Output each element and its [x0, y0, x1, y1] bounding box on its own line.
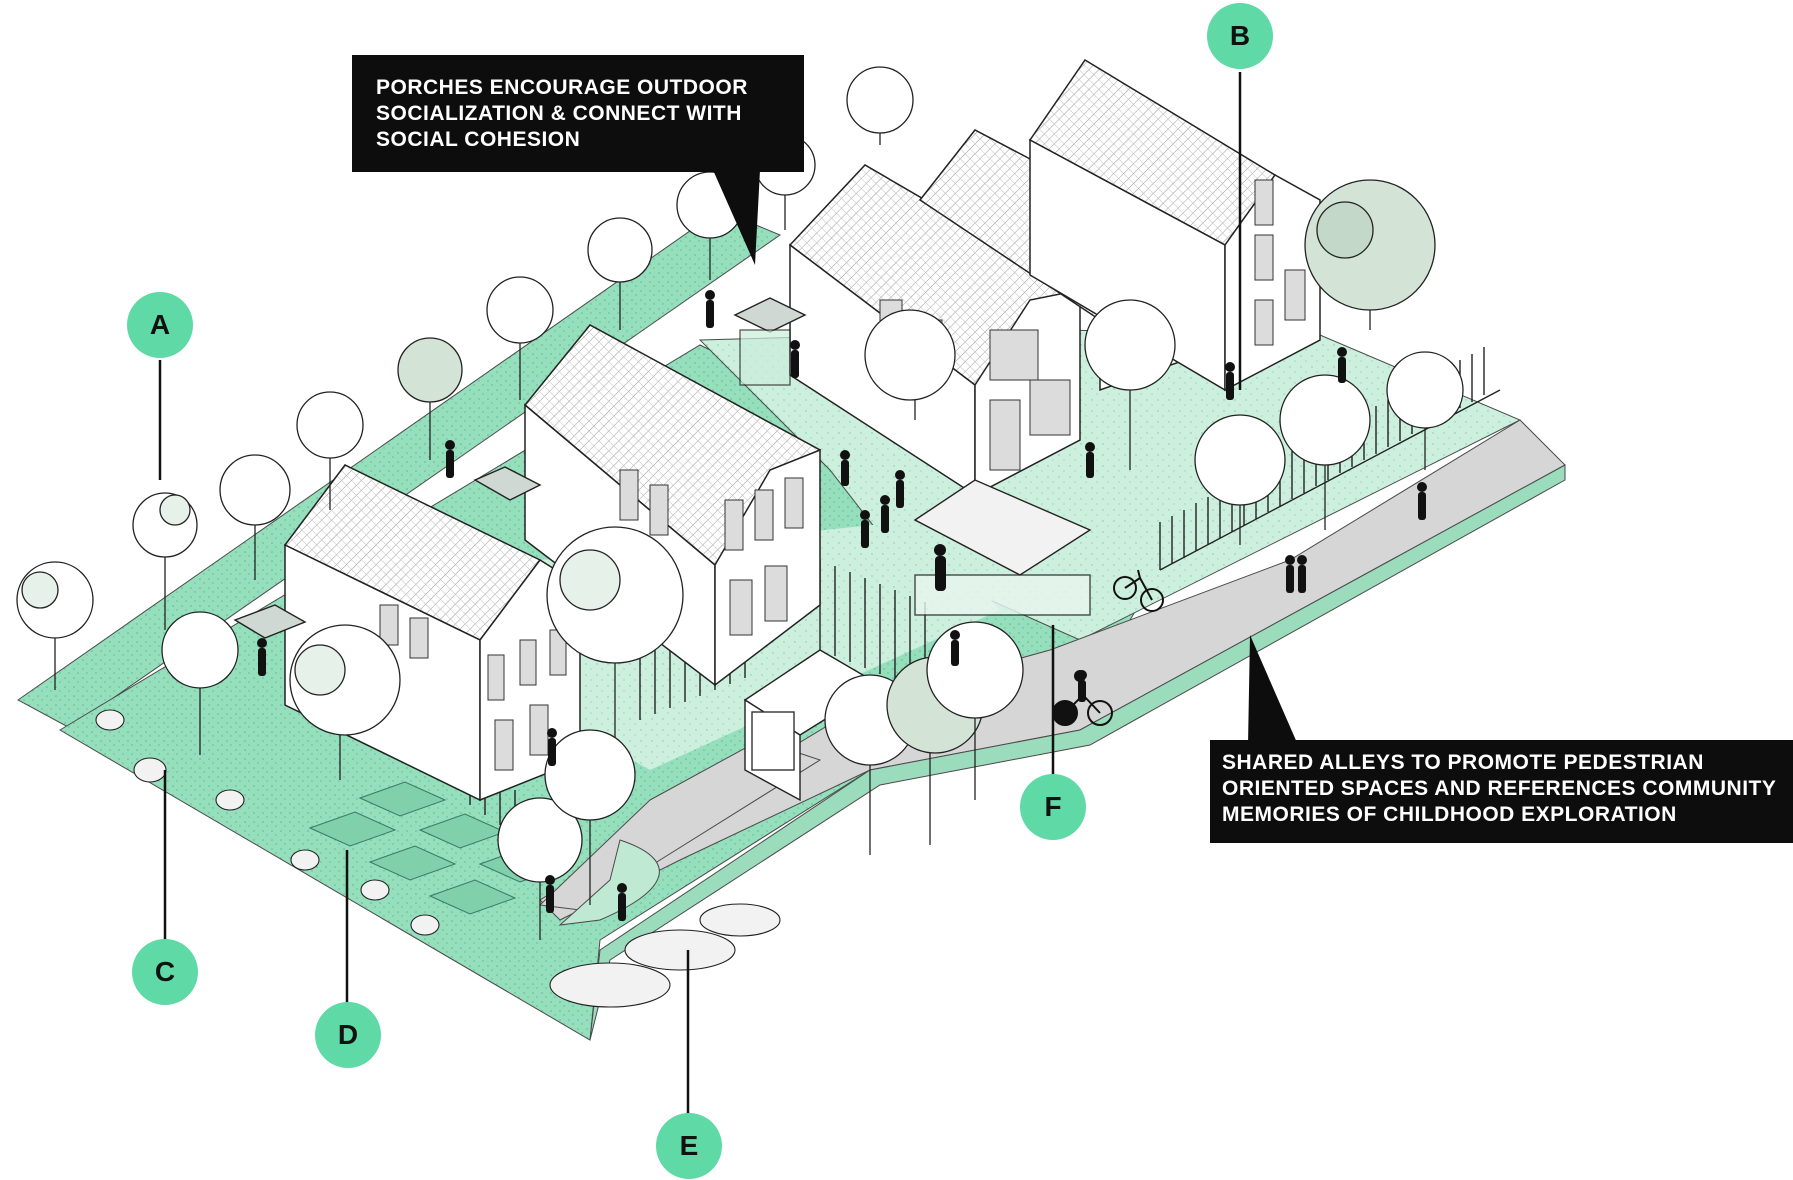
marker-d: D	[315, 1002, 381, 1068]
person	[545, 875, 555, 913]
garden-plot	[428, 879, 517, 915]
tree	[397, 337, 463, 460]
tree	[132, 492, 198, 630]
person	[895, 470, 905, 508]
person	[950, 630, 960, 666]
person	[257, 638, 267, 676]
tree	[486, 276, 554, 400]
porch-canopy	[233, 604, 307, 639]
person	[445, 440, 455, 478]
callout-alleys-line-3: MEMORIES OF CHILDHOOD EXPLORATION	[1222, 803, 1677, 826]
tree	[1304, 179, 1436, 330]
house-5	[1028, 58, 1321, 392]
callout-alleys: SHARED ALLEYS TO PROMOTE PEDESTRIAN ORIE…	[1210, 740, 1793, 843]
person	[547, 728, 557, 766]
tree	[1386, 351, 1464, 470]
shrub	[95, 709, 125, 731]
porch-frame	[739, 329, 791, 386]
porch-canopy	[473, 466, 542, 501]
shrub	[215, 789, 245, 811]
garden-plot	[368, 845, 457, 881]
marker-b: B	[1207, 3, 1273, 69]
shrub-cluster	[624, 929, 736, 971]
cyclist-bicycle	[1052, 670, 1113, 726]
bicycle	[1113, 569, 1164, 612]
tree	[296, 391, 364, 510]
shrub	[290, 849, 320, 871]
person	[617, 883, 627, 921]
person	[1085, 442, 1095, 478]
tree	[587, 217, 653, 330]
tree	[864, 309, 956, 420]
callout-porches-line-3: SOCIAL COHESION	[376, 128, 581, 151]
shrub	[410, 914, 440, 936]
tree	[1279, 374, 1371, 530]
porch-canopy	[733, 297, 807, 333]
tree	[289, 624, 401, 780]
road-curb-bottom	[589, 464, 1566, 1041]
marker-c: C	[132, 939, 198, 1005]
tree	[544, 729, 636, 905]
trees	[16, 66, 1464, 940]
bicycles	[1052, 569, 1164, 726]
house-windows	[619, 469, 804, 636]
person	[790, 340, 800, 378]
shrubs	[95, 709, 781, 1008]
callout-pointer-alleys	[1248, 635, 1298, 745]
community-garden-plots	[308, 781, 567, 915]
marker-f: F	[1020, 774, 1086, 840]
person	[1297, 555, 1307, 593]
tree	[161, 611, 239, 755]
marker-a: A	[127, 292, 193, 358]
person	[1285, 555, 1295, 593]
garage-door	[751, 711, 795, 771]
callout-porches-line-2: SOCIALIZATION & CONNECT WITH	[376, 102, 742, 125]
tree	[1194, 414, 1286, 545]
tree	[546, 526, 684, 740]
gazebo-roof	[913, 479, 1092, 576]
house-windows	[379, 604, 567, 771]
garden-plot	[358, 781, 447, 817]
callout-alleys-line-2: ORIENTED SPACES AND REFERENCES COMMUNITY	[1222, 777, 1777, 800]
person	[934, 544, 946, 591]
marker-e: E	[656, 1113, 722, 1179]
shrub	[133, 757, 167, 783]
walkway-curve	[558, 839, 660, 926]
person	[705, 290, 715, 328]
person	[860, 510, 870, 548]
person	[1225, 362, 1235, 400]
callout-porches: PORCHES ENCOURAGE OUTDOOR SOCIALIZATION …	[352, 55, 804, 172]
callout-pointer-porches	[713, 170, 760, 265]
shrub-cluster	[549, 962, 671, 1008]
shrub	[360, 879, 390, 901]
person	[880, 495, 890, 533]
leader-lines	[158, 72, 1242, 1115]
person	[1337, 347, 1347, 383]
tree	[16, 561, 94, 690]
house-windows	[1254, 179, 1306, 346]
callout-alleys-line-1: SHARED ALLEYS TO PROMOTE PEDESTRIAN	[1222, 751, 1704, 774]
person	[1417, 482, 1427, 520]
tree	[219, 454, 291, 580]
people	[257, 290, 1427, 921]
tree	[497, 797, 583, 940]
shrub-cluster	[699, 903, 781, 937]
person	[840, 450, 850, 486]
tree	[1084, 299, 1176, 470]
garden-plot	[308, 811, 397, 847]
callout-porches-line-1: PORCHES ENCOURAGE OUTDOOR	[376, 76, 748, 99]
tree	[846, 66, 914, 145]
